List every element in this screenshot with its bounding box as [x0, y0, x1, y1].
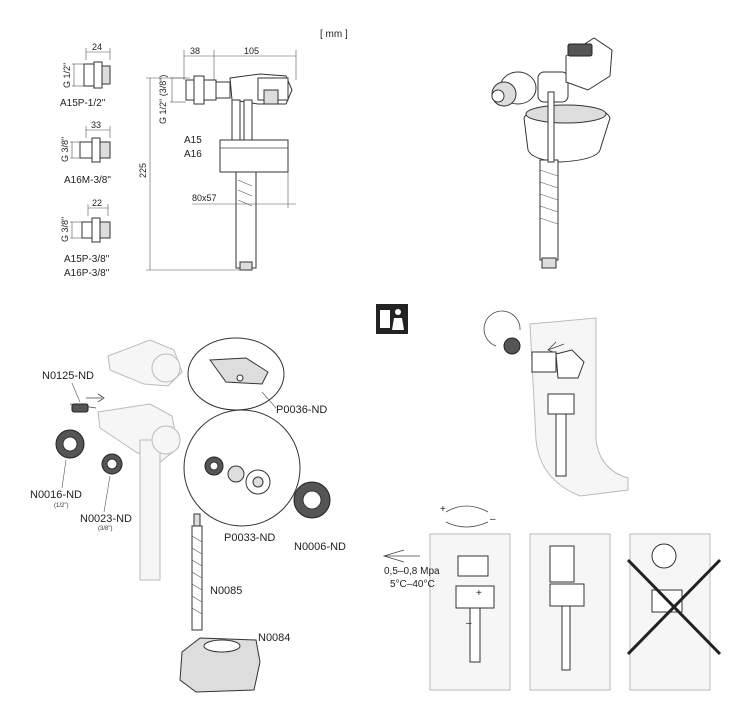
connector-1: 24 G 1/2" A15P-1/2"	[60, 42, 111, 109]
connector-3: 22 G 3/8" A15P-3/8" A16P-3/8"	[60, 198, 111, 279]
product-render	[491, 37, 613, 269]
part-n0023: N0023-ND	[80, 513, 132, 525]
part-n0016: N0016-ND	[30, 489, 82, 501]
units-label: [ mm ]	[320, 29, 348, 40]
valve-height: 225	[138, 163, 148, 178]
valve-thread-label: G 1/2" (3/8")	[158, 75, 168, 124]
connector-1-thread: G 1/2"	[62, 63, 72, 88]
part-n0125: N0125-ND	[42, 370, 94, 382]
exploded-parts: N0125-ND N0016-ND (1/2") N0023-ND (3/8")…	[30, 337, 346, 693]
valve-model-2: A16	[184, 149, 202, 160]
connector-1-dimension: 24	[92, 42, 102, 52]
connector-2: 33 G 3/8" A16M-3/8"	[60, 120, 111, 186]
valve-float-size: 80x57	[192, 193, 217, 203]
part-p0033: P0033-ND	[224, 532, 275, 544]
part-n0016-note: (1/2")	[54, 503, 68, 509]
pressure-range: 0,5–0,8 Mpa	[384, 566, 440, 577]
connector-3-dimension: 22	[92, 198, 102, 208]
connector-2-code: A16M-3/8"	[64, 175, 111, 186]
part-n0006: N0006-ND	[294, 541, 346, 553]
installer-icon	[376, 304, 408, 334]
connector-1-code: A15P-1/2"	[60, 98, 106, 109]
installation-illustration	[483, 310, 629, 497]
part-n0085: N0085	[210, 585, 242, 597]
adjustment-panel: + – + – 0,5–0,8 Mpa 5°C–40°C	[382, 504, 722, 691]
part-p0036: P0036-ND	[276, 404, 327, 416]
valve-dim-left: 38	[190, 46, 200, 56]
adjust-plus-top: +	[440, 504, 446, 515]
adjust-minus-mid: –	[466, 618, 472, 629]
part-n0084: N0084	[258, 632, 290, 644]
adjust-plus-mid: +	[476, 588, 482, 599]
connector-3-code-1: A15P-3/8"	[64, 254, 110, 265]
valve-model-1: A15	[184, 135, 202, 146]
pressure-temperature: 5°C–40°C	[390, 579, 435, 590]
connector-2-dimension: 33	[91, 120, 101, 130]
main-valve-drawing: 38 105 G 1/2" (3/8") A15 A16 225	[138, 46, 297, 271]
connector-2-thread: G 3/8"	[60, 137, 70, 162]
valve-dim-right: 105	[244, 46, 259, 56]
connector-3-thread: G 3/8"	[60, 217, 70, 242]
adjust-minus-top: –	[490, 514, 496, 525]
part-n0023-note: (3/8")	[98, 526, 112, 532]
connector-3-code-2: A16P-3/8"	[64, 268, 110, 279]
rotate-arrow-icon	[483, 310, 521, 347]
